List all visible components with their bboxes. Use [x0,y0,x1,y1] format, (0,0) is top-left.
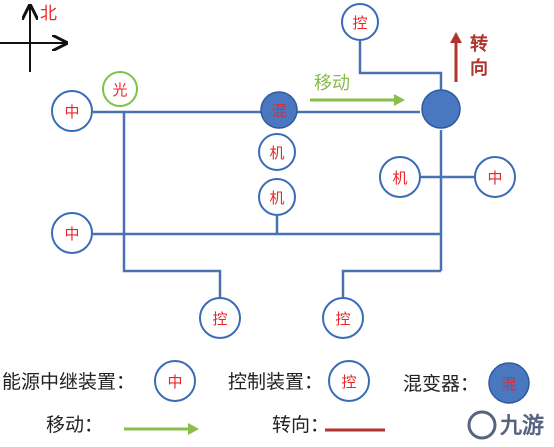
legend-mixer-symbol: 混 [488,362,530,404]
svg-text:中: 中 [64,225,79,243]
svg-text:机: 机 [269,189,284,207]
svg-text:控: 控 [335,310,350,328]
node-relay-left-top: 中 [51,90,93,132]
node-machine-2: 机 [258,178,296,216]
node-machine-right: 机 [379,156,421,198]
wiring [93,40,475,298]
move-label: 移动 [314,73,350,94]
node-relay-left-middle: 中 [51,212,93,254]
legend-turn-label: 转向： [272,414,329,436]
node-relay-right: 中 [474,156,516,198]
turn-arrow-head [450,32,462,43]
node-light: 光 [102,71,138,107]
svg-text:混: 混 [271,102,286,120]
node-mixer-center: 混 [260,91,298,129]
wire-left-loop [122,112,222,298]
legend-move-label: 移动： [46,414,103,436]
svg-text:机: 机 [269,144,284,162]
watermark-logo-icon [467,410,497,440]
move-arrow-head [394,94,405,106]
legend: 能源中继装置： 中 控制装置： 控 混变器： 混 移动： 转向： [2,360,530,436]
wire-top-control [358,40,443,92]
node-machine-1: 机 [258,133,296,171]
svg-text:机: 机 [392,169,407,187]
svg-text:控: 控 [212,310,227,328]
node-control-bottom-left: 控 [199,297,241,339]
legend-control-label: 控制装置： [228,371,323,393]
node-control-top: 控 [341,3,379,41]
turn-label-2: 向 [470,57,488,79]
wire-right-loop [341,269,441,298]
svg-text:控: 控 [352,14,367,32]
node-mixer-right [421,89,461,129]
legend-mixer-label: 混变器： [403,373,479,395]
legend-relay-label: 能源中继装置： [2,371,135,393]
watermark-text: 九游 [499,413,544,439]
legend-relay-symbol: 中 [154,360,196,402]
move-annotation: 移动 [310,73,405,106]
compass: 北 [0,4,66,72]
legend-control-symbol: 控 [328,360,370,402]
node-control-bottom-right: 控 [322,297,364,339]
svg-text:光: 光 [112,81,127,99]
svg-text:中: 中 [64,103,79,121]
legend-move-arrow-head [188,423,199,435]
turn-annotation: 转 向 [450,32,488,82]
compass-north-label: 北 [40,4,57,24]
svg-text:混: 混 [501,375,516,393]
svg-text:控: 控 [341,373,356,391]
svg-text:中: 中 [167,373,182,391]
turn-label-1: 转 [470,33,488,55]
svg-text:中: 中 [487,169,502,187]
watermark: 九游 [467,410,544,440]
